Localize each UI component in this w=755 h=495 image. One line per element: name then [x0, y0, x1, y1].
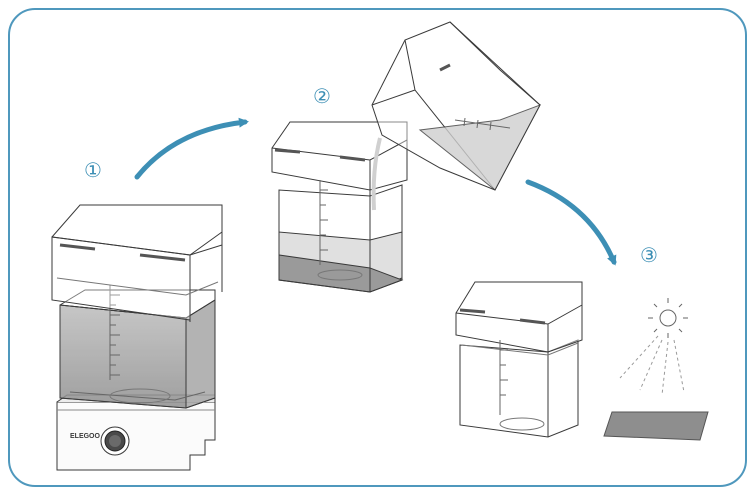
wash-container-upper [51, 204, 223, 322]
curved-arrow-icon [525, 179, 617, 266]
curved-arrow-icon [134, 117, 249, 180]
step-3-label: ③ [640, 243, 658, 267]
step-1-label: ① [84, 158, 102, 182]
sun-icon [648, 298, 688, 338]
wash-container-middle [271, 121, 408, 293]
measure-scale-1 [109, 285, 120, 380]
wash-container-empty [455, 281, 583, 438]
diagram-frame [8, 8, 747, 487]
measure-scale-2 [319, 180, 328, 265]
pouring-container [371, 21, 542, 191]
step-2-label: ② [313, 84, 331, 108]
light-rays [619, 335, 685, 396]
brand-logo: ELEGOO [70, 433, 101, 440]
wash-container-lower [59, 285, 216, 409]
wash-station-full: ELEGOO [51, 204, 223, 471]
pour-stream [371, 137, 382, 211]
measure-scale-4 [499, 340, 508, 415]
measure-scale-3 [454, 117, 511, 131]
cured-print-icon [603, 411, 709, 441]
